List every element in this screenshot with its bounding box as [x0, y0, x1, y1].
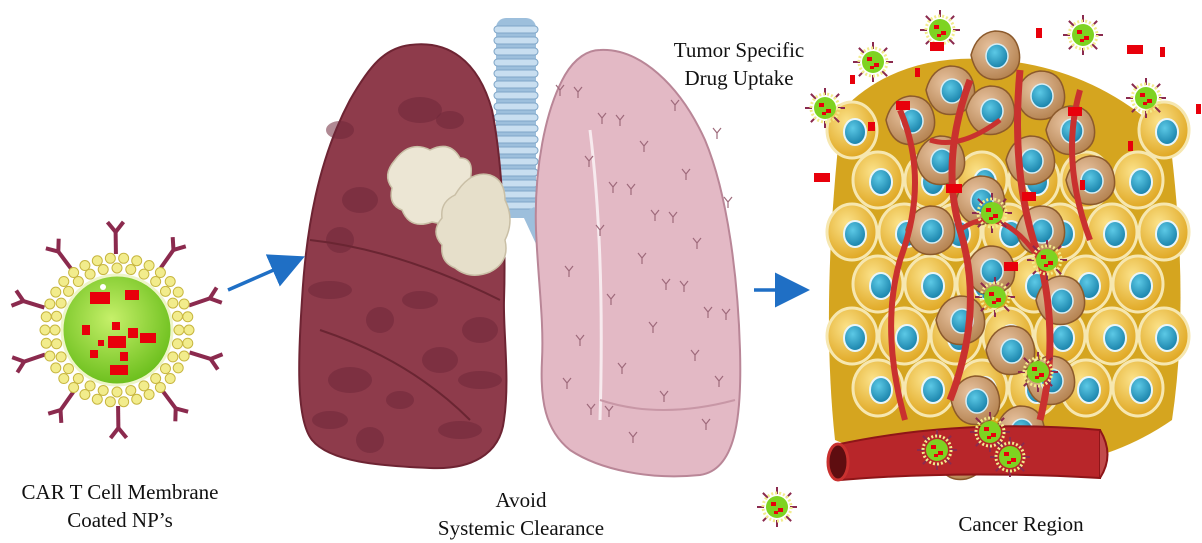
nanoparticle-icon: [975, 277, 1015, 317]
nanoparticle-icon: [917, 430, 957, 470]
lungs-illustration: [299, 18, 740, 476]
label-uptake-line1: Tumor Specific: [674, 38, 804, 62]
nanoparticle-icon: [972, 193, 1012, 233]
nanoparticle-icon: [853, 42, 893, 82]
nanoparticle-icon: [757, 487, 797, 527]
highlight: [100, 284, 106, 290]
nanoparticle-icon: [990, 437, 1030, 477]
nanoparticle-icon: [757, 487, 797, 527]
cancer-region-illustration: [805, 10, 1201, 480]
healthy-lung: [536, 50, 741, 476]
car-t-coated-nanoparticle: [11, 222, 222, 438]
label-lung-line1: Avoid: [496, 488, 547, 512]
label-uptake-line2: Drug Uptake: [684, 66, 793, 90]
label-lung-line2: Systemic Clearance: [438, 516, 604, 540]
nanoparticle-icon: [1126, 78, 1166, 118]
label-cancer-region: Cancer Region: [958, 512, 1084, 536]
nanoparticle-icon: [1063, 15, 1103, 55]
label-np-line1: CAR T Cell Membrane: [22, 480, 219, 504]
nanoparticle-icon: [805, 88, 845, 128]
nanoparticle-icon: [970, 412, 1010, 452]
label-np-line2: Coated NP’s: [67, 508, 173, 532]
nanoparticle-icon: [1027, 240, 1067, 280]
arrow-icon: [228, 262, 292, 290]
nanoparticle-icon: [1018, 352, 1058, 392]
